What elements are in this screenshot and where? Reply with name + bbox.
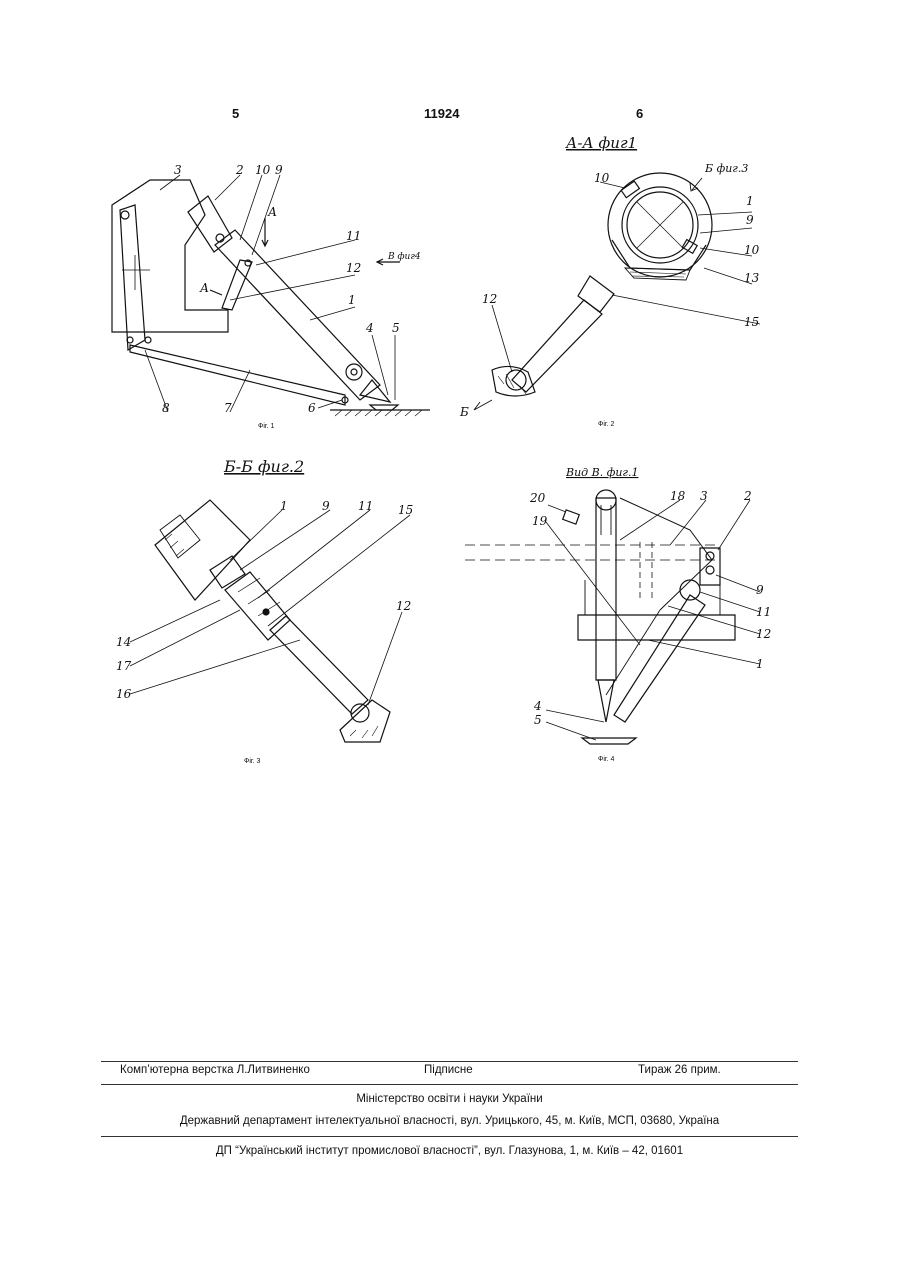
fig3-label-15: 15 (398, 503, 413, 517)
fig1-label-9: 9 (275, 163, 283, 177)
fig2-label-13: 13 (744, 271, 760, 285)
fig2-label-12: 12 (482, 292, 497, 306)
fig2-view-ref: Б фиг.3 (704, 162, 748, 175)
fig4-title: Вид В. фиг.1 (565, 466, 638, 479)
footer-ministry: Міністерство освіти і науки України (101, 1093, 798, 1105)
fig1-label-5: 5 (392, 321, 400, 335)
fig3-label-16: 16 (116, 687, 132, 701)
fig2-section-mark: Б (459, 405, 469, 419)
figure-4: Вид В. фиг.1 (465, 466, 771, 763)
fig1-caption: Фіг. 1 (258, 422, 274, 430)
fig3-label-17: 17 (116, 659, 132, 673)
fig1-label-7: 7 (224, 401, 232, 415)
fig3-label-9: 9 (322, 499, 330, 513)
fig1-label-8: 8 (162, 401, 170, 415)
fig4-label-4: 4 (533, 699, 542, 713)
fig2-label-15: 15 (744, 315, 759, 329)
fig3-title: Б-Б фиг.2 (223, 457, 304, 476)
fig2-label-10a: 10 (594, 171, 610, 185)
fig3-caption: Фіг. 3 (244, 757, 260, 765)
fig1-label-2: 2 (235, 163, 244, 177)
footer-rule-top (101, 1061, 798, 1062)
fig4-label-11: 11 (756, 605, 771, 619)
figure-3: Б-Б фиг.2 1 9 11 15 14 17 16 12 Фіг. 3 (116, 457, 413, 765)
fig1-section-mark-bottom: А (199, 281, 209, 295)
footer-typesetter: Комп’ютерна верстка Л.Литвиненко (120, 1064, 310, 1076)
fig4-label-12: 12 (756, 627, 771, 641)
fig1-section-mark-top: А (267, 205, 277, 219)
fig1-label-10: 10 (255, 163, 271, 177)
fig4-label-5: 5 (534, 713, 542, 727)
footer-institute: ДП “Український інститут промислової вла… (101, 1145, 798, 1157)
fig4-label-18: 18 (670, 489, 686, 503)
fig3-label-14: 14 (116, 635, 131, 649)
fig2-label-1: 1 (746, 194, 754, 208)
fig2-title: А-А фиг1 (565, 134, 637, 152)
fig4-label-9: 9 (756, 583, 764, 597)
fig1-view-ref: В фиг4 (387, 252, 421, 262)
footer-department: Державний департамент інтелектуальної вл… (101, 1115, 798, 1127)
fig2-label-10b: 10 (744, 243, 760, 257)
fig4-label-1: 1 (756, 657, 764, 671)
fig1-label-11: 11 (346, 229, 361, 243)
fig4-label-20: 20 (529, 491, 546, 505)
fig2-caption: Фіг. 2 (598, 420, 614, 428)
fig3-label-11: 11 (358, 499, 373, 513)
fig1-label-1: 1 (348, 293, 356, 307)
patent-drawings: 3 2 10 9 11 12 1 4 5 6 7 8 А А В фиг4 Фі… (0, 0, 901, 800)
fig1-label-6: 6 (308, 401, 316, 415)
fig3-label-12: 12 (396, 599, 411, 613)
fig1-label-12: 12 (346, 261, 361, 275)
fig2-label-9: 9 (746, 213, 754, 227)
fig1-label-3: 3 (174, 163, 182, 177)
fig4-label-19: 19 (532, 514, 548, 528)
figure-1: 3 2 10 9 11 12 1 4 5 6 7 8 А А В фиг4 Фі… (112, 163, 430, 430)
fig4-caption: Фіг. 4 (598, 755, 614, 763)
figure-2: А-А фиг1 Б фиг.3 10 1 9 10 13 15 (459, 134, 760, 428)
fig3-label-1: 1 (280, 499, 288, 513)
footer-signed: Підписне (424, 1064, 473, 1076)
fig1-label-4: 4 (365, 321, 374, 335)
footer-rule-middle (101, 1084, 798, 1085)
footer-rule-bottom (101, 1136, 798, 1137)
footer-circulation: Тираж 26 прим. (638, 1064, 721, 1076)
fig4-label-3: 3 (700, 489, 708, 503)
fig4-label-2: 2 (743, 489, 752, 503)
